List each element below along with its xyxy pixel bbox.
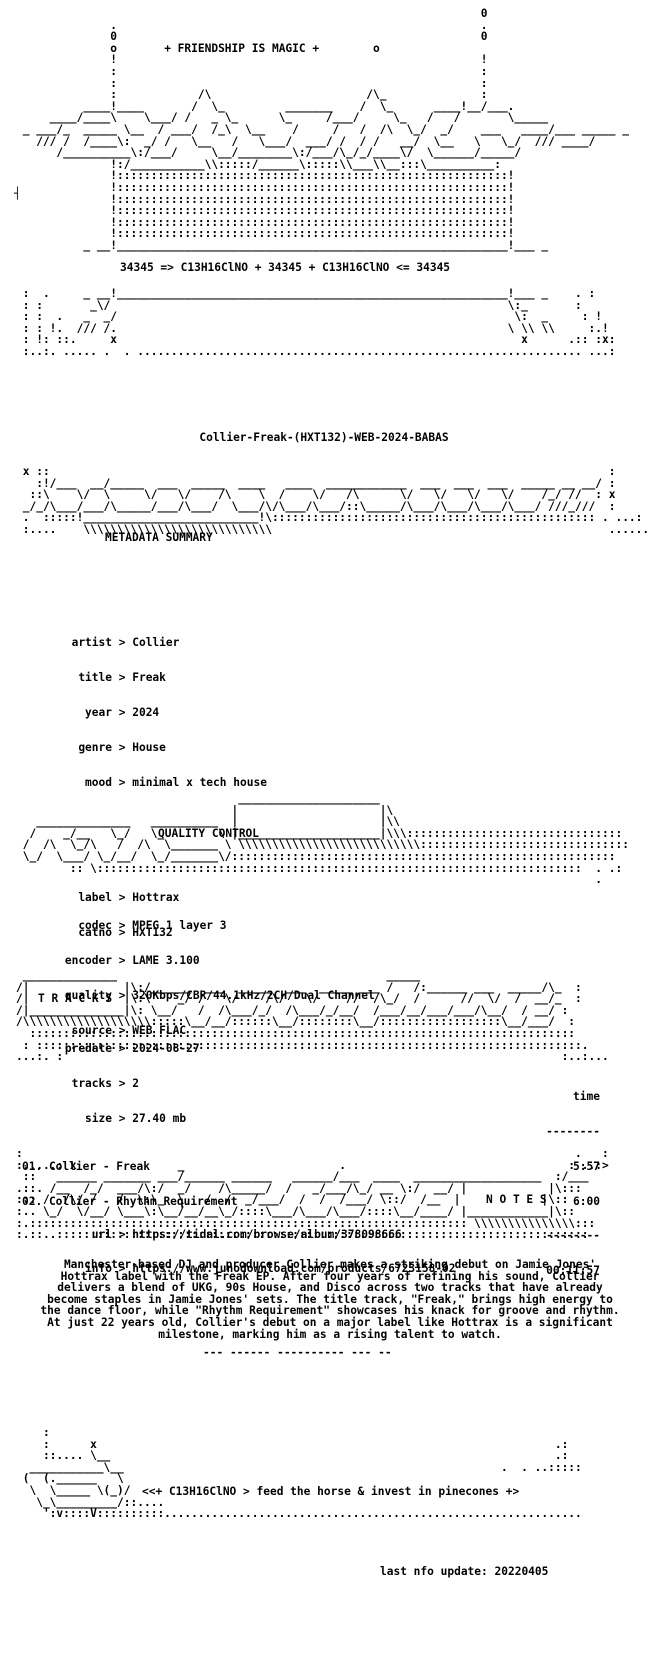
metadata-ascii-banner: x :: : :!/___ __/_____ ___ _____ ____ __… <box>22 465 648 536</box>
footer-ascii-art: : : x .: ::.... \__ .: ___________\__ <box>22 1426 582 1521</box>
meta-row: artist > Collier <box>71 636 180 650</box>
meta-row: info > https://www.junodownload.com/prod… <box>85 1262 456 1276</box>
meta-row: year > 2024 <box>85 705 160 719</box>
slogan: + FRIENDSHIP IS MAGIC + <box>164 41 320 55</box>
meta-row: predate > 2024-08-27 <box>64 1042 200 1056</box>
quality-ascii-banner: _____________________ | |\ _____________… <box>22 792 629 887</box>
quality-row: codec > MPEG 1 layer 3 <box>78 919 227 933</box>
equation-text: 34345 => C13H16ClNO + 34345 + C13H16ClNO… <box>120 261 451 274</box>
tracks-section-title: T R A C K S <box>38 992 113 1005</box>
metadata-group-3: predate > 2024-08-27 tracks > 2 size > 2… <box>0 1020 456 1148</box>
header-ascii-logo: 0 . . 0 0 o + FRIENDSHIP IS MAGIC + o <box>22 7 629 252</box>
meta-row: tracks > 2 <box>71 1076 139 1090</box>
metadata-group-4: url > https://tidal.com/browse/album/378… <box>0 1205 456 1298</box>
header-ascii-lower: : . _ __!_______________________________… <box>22 287 616 358</box>
quality-row: encoder > LAME 3.100 <box>64 953 200 967</box>
meta-row: size > 27.40 mb <box>85 1111 187 1125</box>
tracks-rule-top: -------- <box>546 1124 600 1138</box>
metadata-section-title: METADATA SUMMARY <box>105 531 213 544</box>
notes-ascii-banner: : . : :.....: x _ . : ..:> :: ______ ___… <box>16 1147 609 1242</box>
release-name: Collier-Freak-(HXT132)-WEB-2024-BABAS <box>199 431 449 444</box>
last-update: last nfo update: 20220405 <box>380 1565 549 1578</box>
notes-divider: --- ------ ---------- --- -- <box>203 1346 392 1359</box>
url-link[interactable]: https://tidal.com/browse/album/378098666 <box>132 1227 402 1241</box>
tracks-ascii-banner: ______________ _____ /| |\:/______ ___ _… <box>16 969 609 1064</box>
meta-row: label > Hottrax <box>78 891 180 905</box>
metadata-list: artist > Collier title > Freak year > 20… <box>0 591 456 1310</box>
meta-row: mood > minimal x tech house <box>85 775 267 789</box>
tracks-rule-bottom: -------- <box>546 1229 600 1243</box>
notes-section-title: N O T E S <box>486 1193 547 1206</box>
info-link[interactable]: https://www.junodownload.com/products/67… <box>132 1262 456 1276</box>
metadata-group-2: label > Hottrax catno > HXT132 <box>0 869 456 962</box>
meta-row: genre > House <box>78 740 166 754</box>
footer-motto: <<+ C13H16ClNO > feed the horse & invest… <box>142 1485 520 1498</box>
tracks-total: 00:11:57 <box>546 1264 600 1278</box>
meta-row: catno > HXT132 <box>78 926 173 940</box>
tracks-time-header: time <box>573 1090 600 1104</box>
side-marks-left: ┤ <box>14 187 21 200</box>
quality-row: source > WEB FLAC <box>71 1023 187 1037</box>
quality-section-title: QUALITY CONTROL <box>158 827 260 840</box>
equation-line: 34345 => C13H16ClNO + 34345 + C13H16ClNO… <box>120 262 450 274</box>
meta-row: url > https://tidal.com/browse/album/378… <box>91 1227 402 1241</box>
meta-row: title > Freak <box>78 671 166 685</box>
notes-body: Manchester-based DJ and producer Collier… <box>40 1258 620 1341</box>
quality-list: codec > MPEG 1 layer 3 encoder > LAME 3.… <box>0 897 375 1048</box>
metadata-group-1: artist > Collier title > Freak year > 20… <box>0 614 456 811</box>
quality-row: quality > 320Kbps/CBR/44.1kHz/2CH/Dual C… <box>64 988 375 1002</box>
